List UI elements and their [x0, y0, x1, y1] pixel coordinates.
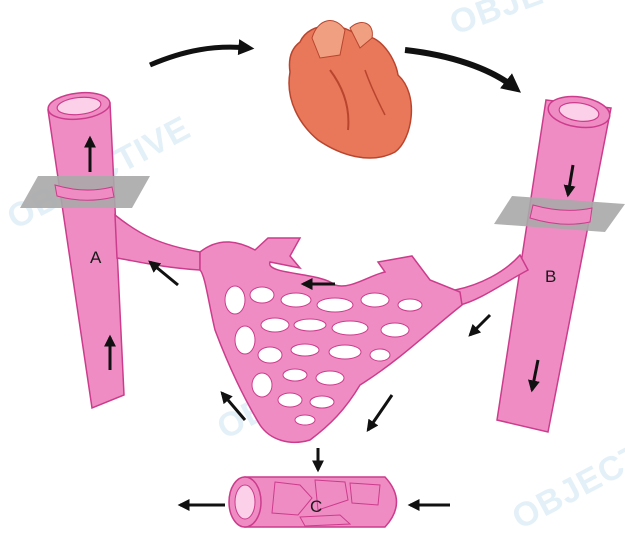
arrow-from-heart	[405, 50, 515, 88]
label-b: B	[545, 267, 556, 286]
heart-icon	[289, 21, 411, 158]
arrow-to-heart	[150, 47, 248, 65]
watermark-1: OBJECTIVE	[445, 0, 625, 43]
label-c: C	[310, 497, 322, 516]
arrow-icon	[470, 315, 490, 335]
label-a: A	[90, 248, 102, 267]
watermark-4: OBJECTIVE	[506, 409, 625, 533]
arrow-icon	[368, 395, 392, 430]
